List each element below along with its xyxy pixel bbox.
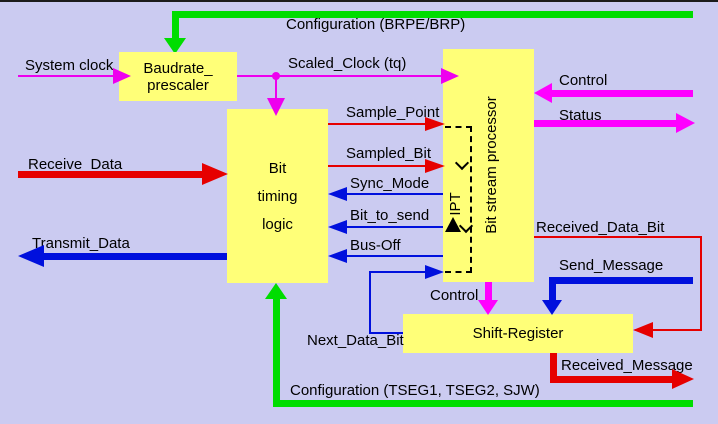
received-data-bit-line-h1	[534, 236, 702, 238]
sync-mode-line	[345, 193, 443, 195]
next-data-bit-line-h1	[369, 332, 403, 334]
shift-register-label: Shift-Register	[472, 325, 564, 342]
control-right-arrowhead-icon	[534, 83, 552, 103]
sync-mode-arrowhead-icon	[328, 187, 347, 201]
baudrate-prescaler-text: Baudrate_ prescaler	[119, 52, 237, 101]
scaled-clock-branch-line	[275, 76, 277, 100]
bus-off-line	[345, 255, 443, 257]
next-data-bit-line-v	[369, 271, 371, 334]
received-data-bit-arrowhead-icon	[633, 322, 653, 338]
bus-off-label: Bus-Off	[350, 237, 401, 254]
bit-timing-logic-line1: Bit	[268, 159, 287, 177]
scaled-clock-branch-arrowhead-icon	[267, 98, 285, 116]
system-clock-line	[18, 75, 118, 77]
baudrate-prescaler-line2: prescaler	[147, 76, 209, 94]
scaled-clock-label: Scaled_Clock (tq)	[288, 55, 407, 72]
bit-to-send-label: Bit_to_send	[350, 207, 430, 224]
config-bottom-bus-rise	[273, 296, 280, 407]
config-bottom-bus-line	[273, 400, 693, 407]
config-top-bus-drop	[172, 11, 179, 40]
received-data-bit-line-v	[700, 236, 702, 331]
control-shift-line	[485, 282, 492, 302]
config-bottom-label: Configuration (TSEG1, TSEG2, SJW)	[290, 382, 540, 399]
status-line	[534, 120, 677, 127]
baudrate-prescaler-block: Baudrate_ prescaler	[119, 52, 237, 101]
sample-point-line	[328, 123, 426, 125]
bit-stream-processor-block	[443, 49, 534, 282]
shift-register-block: Shift-Register	[403, 314, 633, 353]
next-data-bit-arrowhead-icon	[425, 265, 444, 279]
send-message-line-h	[552, 277, 693, 284]
status-label: Status	[559, 107, 602, 124]
ipt-marker-triangle-icon	[445, 217, 461, 232]
received-message-arrowhead-icon	[672, 369, 694, 389]
bus-off-arrowhead-icon	[328, 249, 347, 263]
received-data-bit-label: Received_Data_Bit	[536, 219, 665, 236]
ipt-dashed-bottom	[445, 271, 472, 273]
baudrate-prescaler-line1: Baudrate_	[143, 59, 213, 77]
bit-stream-processor-label: Bit stream processor	[483, 96, 500, 234]
sync-mode-label: Sync_Mode	[350, 175, 430, 192]
control-right-line	[550, 90, 693, 97]
bit-timing-logic-text: Bit timing logic	[227, 109, 328, 283]
bit-to-send-arrowhead-icon	[328, 220, 347, 234]
config-top-label: Configuration (BRPE/BRP)	[286, 16, 466, 33]
ipt-dashed-top	[445, 126, 472, 128]
receive-data-arrowhead-icon	[202, 163, 228, 185]
sampled-bit-line	[328, 165, 426, 167]
config-top-arrowhead-down-icon	[164, 38, 186, 54]
config-bottom-arrowhead-up-icon	[265, 283, 287, 299]
sampled-bit-label: Sampled_Bit	[346, 145, 432, 162]
send-message-label: Send_Message	[559, 257, 664, 274]
ipt-dashed-right	[470, 126, 472, 273]
config-top-bus-line	[172, 11, 693, 18]
control-shift-label: Control	[430, 287, 479, 304]
bit-timing-logic-block: Bit timing logic	[227, 109, 328, 283]
bit-to-send-line	[345, 226, 443, 228]
ipt-label: IPT	[447, 192, 464, 216]
scaled-clock-arrowhead-icon	[441, 68, 459, 84]
status-arrowhead-icon	[676, 113, 695, 133]
control-right-label: Control	[559, 72, 608, 89]
receive-data-line	[18, 171, 203, 178]
bit-timing-logic-line2: timing	[257, 187, 298, 205]
received-message-line-v	[550, 353, 557, 383]
received-data-bit-line-h2	[651, 329, 702, 331]
transmit-data-label: Transmit_Data	[32, 235, 130, 252]
sampled-bit-arrowhead-icon	[425, 159, 445, 173]
received-message-line-h	[550, 376, 673, 383]
received-message-label: Received_Message	[561, 357, 693, 374]
system-clock-label: System clock	[25, 57, 114, 74]
system-clock-arrowhead-icon	[113, 68, 131, 84]
next-data-bit-label: Next_Data_Bit	[307, 332, 404, 349]
next-data-bit-line-h2	[370, 271, 425, 273]
sample-point-label: Sample_Point	[346, 104, 440, 121]
top-border-line	[0, 0, 718, 2]
control-shift-arrowhead-icon	[478, 300, 498, 315]
transmit-data-arrowhead-icon	[18, 245, 44, 267]
sample-point-arrowhead-icon	[425, 117, 445, 131]
transmit-data-line	[40, 253, 227, 260]
send-message-line-v	[549, 277, 556, 302]
receive-data-label: Receive_Data	[28, 156, 123, 173]
scaled-clock-line	[237, 75, 443, 77]
send-message-arrowhead-icon	[542, 300, 562, 315]
bit-timing-logic-line3: logic	[262, 215, 293, 233]
